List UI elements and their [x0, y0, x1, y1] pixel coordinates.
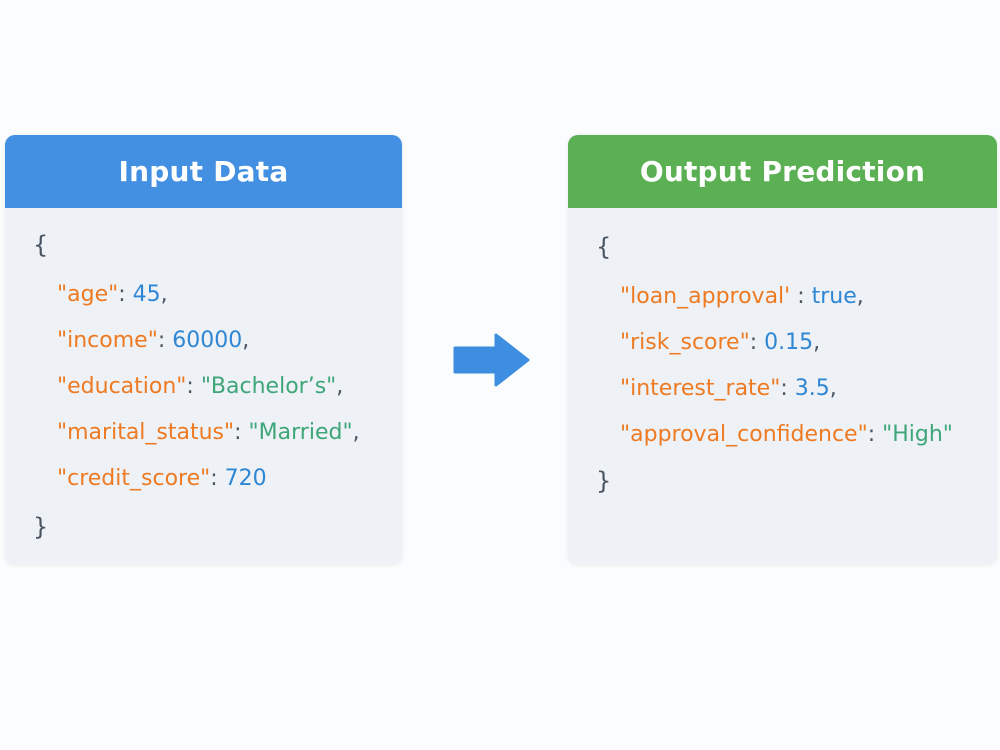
- output-prediction-panel: Output Prediction { "loan_approval' : tr…: [568, 135, 997, 564]
- field-trailing-comma: ,: [829, 376, 837, 401]
- field-trailing-comma: ,: [352, 420, 360, 445]
- field-value: "Bachelor’s": [200, 374, 337, 399]
- input-data-panel: Input Data { "age": 45, "income": 60000,…: [5, 135, 402, 564]
- input-panel-title: Input Data: [5, 135, 402, 208]
- field-key: "education": [57, 374, 187, 399]
- input-field-row: "age": 45,: [57, 280, 168, 310]
- right-arrow-icon: [453, 333, 530, 387]
- input-field-row: "credit_score": 720: [57, 464, 267, 494]
- output-panel-title: Output Prediction: [568, 135, 997, 208]
- field-key: "risk_score": [620, 330, 750, 355]
- field-value: true: [811, 284, 857, 309]
- field-value: 45: [132, 282, 161, 307]
- field-value: 0.15: [764, 330, 814, 355]
- output-field-row: "loan_approval' : true,: [620, 282, 864, 312]
- input-open-brace: {: [33, 231, 49, 259]
- field-value: 3.5: [794, 376, 830, 401]
- field-key: "approval_confidence": [620, 422, 868, 447]
- input-field-row: "marital_status": "Married",: [57, 418, 360, 448]
- input-close-brace: }: [33, 513, 49, 541]
- output-field-row: "approval_confidence": "High": [620, 420, 953, 450]
- field-separator: :: [867, 422, 883, 447]
- field-trailing-comma: ,: [160, 282, 168, 307]
- field-key: "marital_status": [57, 420, 235, 445]
- output-close-brace: }: [596, 467, 612, 495]
- field-value: 60000: [172, 328, 243, 353]
- field-value: "High": [882, 422, 953, 447]
- field-trailing-comma: ,: [242, 328, 250, 353]
- field-key: "income": [57, 328, 158, 353]
- field-separator: :: [118, 282, 133, 307]
- field-key: "credit_score": [57, 466, 211, 491]
- input-field-row: "income": 60000,: [57, 326, 249, 356]
- field-key: "age": [57, 282, 119, 307]
- output-field-row: "interest_rate": 3.5,: [620, 374, 837, 404]
- field-value: "Married": [248, 420, 353, 445]
- field-key: "loan_approval': [620, 284, 791, 309]
- field-separator: :: [790, 284, 812, 309]
- field-separator: :: [749, 330, 765, 355]
- output-open-brace: {: [596, 233, 612, 261]
- field-trailing-comma: ,: [813, 330, 821, 355]
- field-value: 720: [224, 466, 267, 491]
- field-separator: :: [186, 374, 201, 399]
- field-trailing-comma: ,: [856, 284, 864, 309]
- field-separator: :: [780, 376, 795, 401]
- field-separator: :: [234, 420, 249, 445]
- field-separator: :: [157, 328, 173, 353]
- input-field-row: "education": "Bachelor’s",: [57, 372, 343, 402]
- field-trailing-comma: ,: [336, 374, 344, 399]
- output-field-row: "risk_score": 0.15,: [620, 328, 820, 358]
- field-separator: :: [210, 466, 225, 491]
- field-key: "interest_rate": [620, 376, 781, 401]
